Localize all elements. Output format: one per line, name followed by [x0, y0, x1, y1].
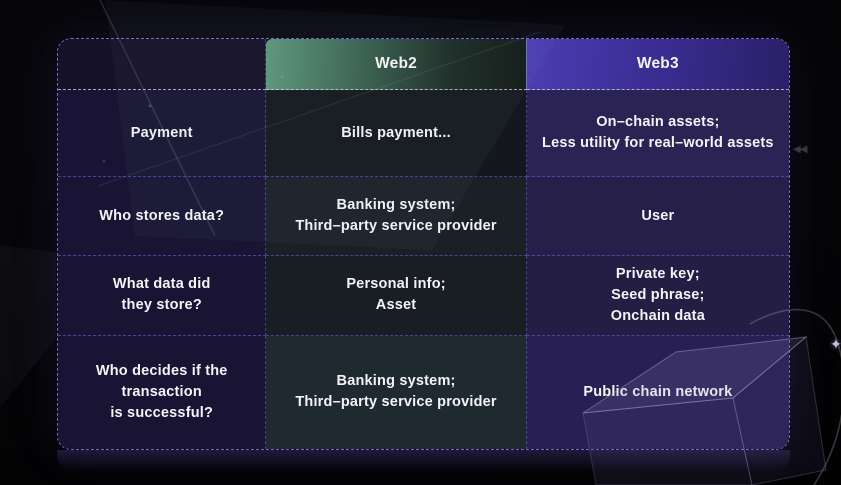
- row-label-payment: Payment: [58, 89, 267, 178]
- web3-cell-payment: On–chain assets; Less utility for real–w…: [526, 89, 789, 178]
- header-web3: Web3: [526, 39, 789, 90]
- header-empty-cell: [58, 39, 267, 90]
- rewind-marks-icon: ◀◀: [793, 144, 807, 155]
- row-label-who-decides: Who decides if the transaction is succes…: [58, 335, 267, 449]
- web2-web3-comparison-table: Web2 Web3 Payment Bills payment... On–ch…: [57, 38, 790, 450]
- web2-cell-who-decides: Banking system; Third–party service prov…: [266, 335, 527, 449]
- web3-cell-what-data: Private key; Seed phrase; Onchain data: [526, 255, 789, 336]
- table-reflection: [57, 450, 790, 471]
- web2-cell-what-data: Personal info; Asset: [266, 255, 527, 336]
- header-web2: Web2: [266, 39, 527, 90]
- row-label-what-data: What data did they store?: [58, 255, 267, 336]
- web2-cell-who-stores-data: Banking system; Third–party service prov…: [266, 177, 527, 256]
- web3-cell-who-stores-data: User: [526, 177, 789, 256]
- row-label-who-stores-data: Who stores data?: [58, 177, 267, 256]
- web3-cell-who-decides: Public chain network: [526, 335, 789, 449]
- web2-cell-payment: Bills payment...: [266, 89, 527, 178]
- sparkle-icon: ✦: [830, 336, 841, 352]
- glass-shard-left: [0, 245, 56, 408]
